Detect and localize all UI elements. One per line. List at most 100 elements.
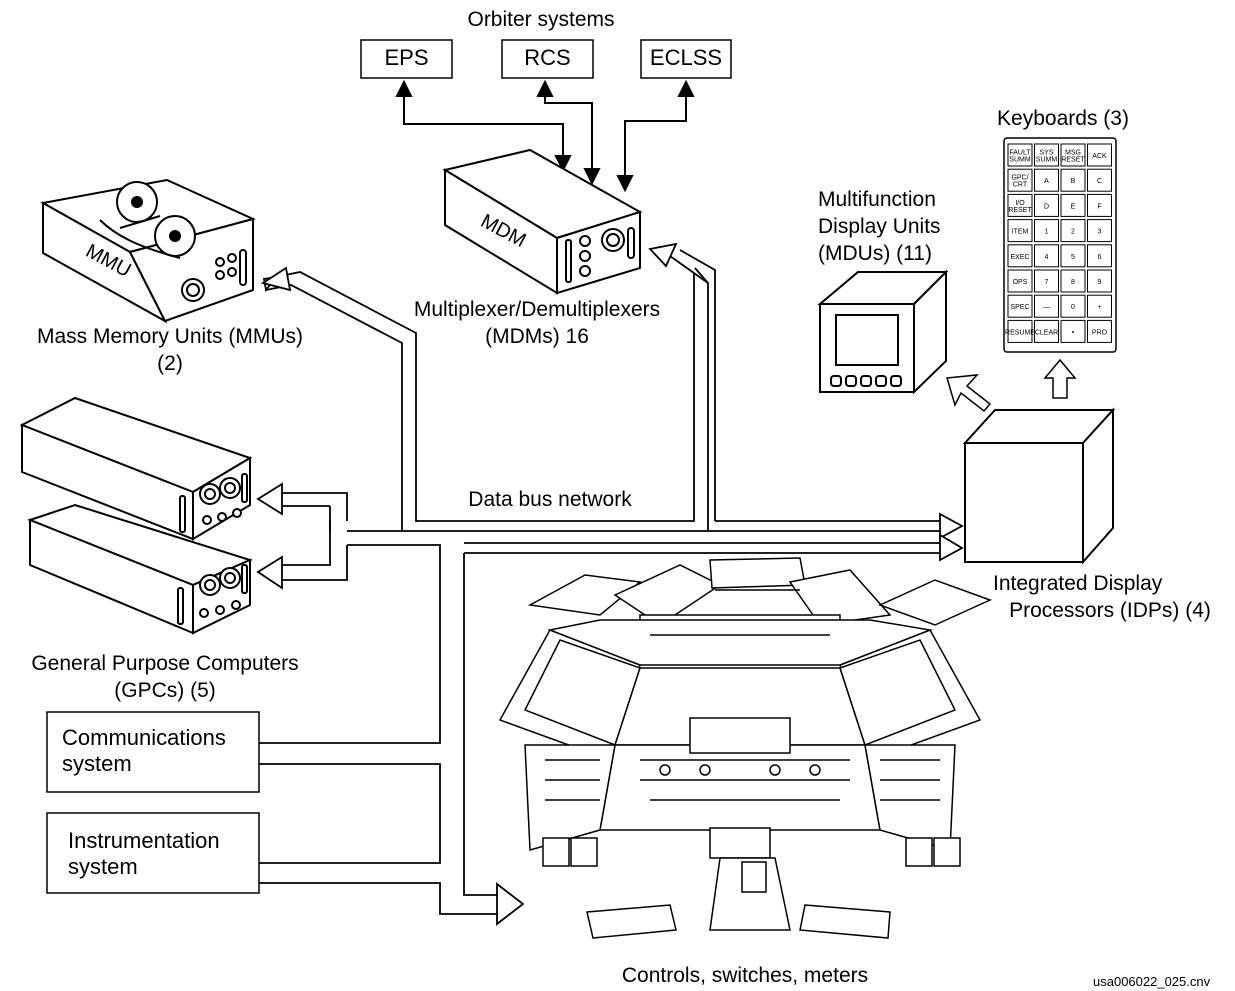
keyboard-key-label: 8 [1071,279,1075,286]
cockpit-illustration [498,557,992,939]
keyboard-key-label: 9 [1098,279,1102,286]
keyboard-key [1060,269,1086,293]
mmu-label-line1: Mass Memory Units (MMUs) [37,325,303,348]
keyboard-key [1087,193,1112,217]
mmu-device [40,178,256,324]
orbiter-systems-title: Orbiter systems [467,8,615,31]
keyboard-key [1007,168,1033,192]
keyboard-key-label: D [1044,203,1049,210]
keyboard-key [1087,244,1112,268]
keyboard-key [1034,168,1059,192]
keyboard-key [1007,244,1033,268]
keyboard-key-label: SUMM [1009,157,1031,164]
keyboard-key-label: EXEC [1010,254,1029,261]
figure-id: usa006022_025.cnv [1093,974,1211,989]
keyboard-key [1034,244,1059,268]
keyboard-key-label: PRO [1092,329,1108,336]
keyboard-key-label: RESUME [1005,329,1035,336]
keyboard-key [1060,193,1086,217]
keyboard-key-label: 0 [1071,304,1075,311]
rcs-label: RCS [524,45,571,70]
instr-label-line1: Instrumentation [68,828,220,853]
keyboard-key-label: CRT [1013,182,1028,189]
keyboard-key-label: F [1097,203,1101,210]
keyboard-key [1060,294,1086,318]
keyboard-key-label: • [1072,329,1075,336]
keyboard-key [1034,294,1059,318]
keyboard-key-label: C [1097,178,1102,185]
instr-label-line2: system [68,854,138,879]
eclss-box [640,39,732,79]
keyboard-key [1007,294,1033,318]
data-bus-network [256,242,964,926]
keyboard-key-label: 7 [1045,279,1049,286]
keyboard-key [1034,193,1059,217]
mdm-label-line1: Multiplexer/Demultiplexers [413,298,661,321]
keyboard-key-label: 4 [1045,254,1049,261]
data-bus-label: Data bus network [468,488,632,511]
keyboard-key-label: I/O [1015,200,1025,207]
eps-box [360,39,453,79]
keyboard-key-label: SYS [1039,150,1053,157]
keyboard-key [1034,219,1059,243]
keyboard-key [1034,143,1059,167]
gpc-label: General Purpose Computers (GPCs) (5) [0,650,330,704]
keyboard-key-label: GPC/ [1011,175,1028,182]
keyboard-key-label: MSG [1065,150,1081,157]
idp-label: Integrated Display Processors (IDPs) (4) [985,570,1235,624]
mdu-label-line2: Display Units [818,215,941,238]
keyboard-key-label: 3 [1098,229,1102,236]
keyboard-key-label: 5 [1071,254,1075,261]
comm-label: Communications system [62,725,226,777]
orbiter-connectors [395,79,695,193]
keyboard-key [1087,168,1112,192]
comm-label-line1: Communications [62,725,226,750]
keyboard-key-label: RESET [1061,157,1085,164]
keyboard-key [1007,269,1033,293]
keyboard-key-label: ACK [1092,153,1107,160]
mdm-device [442,148,643,295]
keyboard-key-label: SPEC [1010,304,1029,311]
keyboard-key-label: B [1071,178,1076,185]
eclss-label: ECLSS [649,45,723,70]
keyboard-key [1060,168,1086,192]
gpc-label-line1: General Purpose Computers [31,652,299,675]
keyboard-key [1087,269,1112,293]
keyboard-key-label: — [1043,304,1050,311]
keyboard-key-label: CLEAR [1035,329,1058,336]
keyboard-key [1034,319,1059,343]
instr-box [46,812,260,894]
idp-to-mdu-arrow [946,374,992,413]
keyboard-key-label: ITEM [1012,229,1029,236]
gpc-label-line2: (GPCs) (5) [114,679,216,702]
keyboard-key [1087,143,1112,167]
mdu-device [817,269,949,395]
keyboard-key-label: RESET [1008,207,1032,214]
keyboard-key [1060,244,1086,268]
mmu-label-line2: (2) [157,352,183,375]
keyboard-key [1087,319,1112,343]
mdm-label: Multiplexer/Demultiplexers (MDMs) 16 [382,296,692,350]
keyboard-key [1060,219,1086,243]
keyboard-key [1060,143,1086,167]
mdm-label-line2: (MDMs) 16 [485,325,589,348]
gpc-device-upper [19,396,253,541]
idp-label-line1: Integrated Display [993,572,1163,595]
mdu-label-line3: (MDUs) (11) [818,242,932,265]
idp-label-line2: Processors (IDPs) (4) [1009,599,1211,622]
keyboard-key-label: FAULT [1009,150,1031,157]
mdu-label: Multifunction Display Units (MDUs) (11) [818,186,941,267]
cockpit-label: Controls, switches, meters [621,964,869,987]
keyboard-key-label: SUMM [1036,157,1058,164]
comm-label-line2: system [62,751,132,776]
mmu-label: Mass Memory Units (MMUs) (2) [10,323,330,377]
keyboard-key [1007,219,1033,243]
keyboard-key [1034,269,1059,293]
keyboards-label: Keyboards (3) [997,107,1129,130]
keyboard-key [1007,193,1033,217]
keyboard-key [1087,294,1112,318]
keyboard-key-label: E [1071,203,1076,210]
eps-label: EPS [384,45,429,70]
keyboard-key-label: 2 [1071,229,1075,236]
